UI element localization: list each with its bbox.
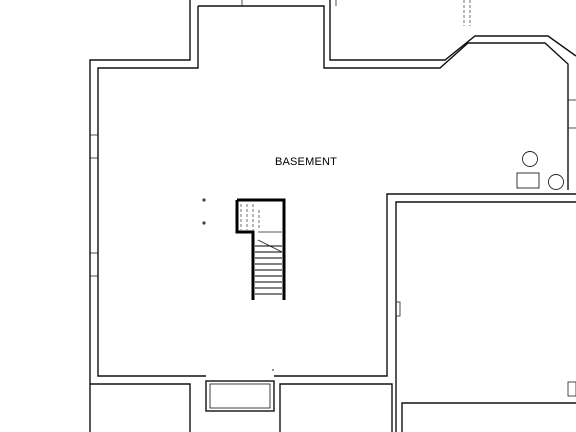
support-posts bbox=[202, 198, 274, 371]
stairs bbox=[235, 198, 286, 300]
window-well bbox=[205, 380, 275, 412]
garage-room bbox=[395, 201, 576, 432]
basement-inner-wall bbox=[97, 5, 576, 377]
dashed-structure bbox=[241, 0, 471, 26]
basement-outer-wall bbox=[89, 0, 576, 432]
mechanical-fixtures bbox=[516, 151, 564, 190]
window-notches bbox=[90, 99, 576, 277]
room-label-basement: BASEMENT bbox=[275, 156, 337, 168]
